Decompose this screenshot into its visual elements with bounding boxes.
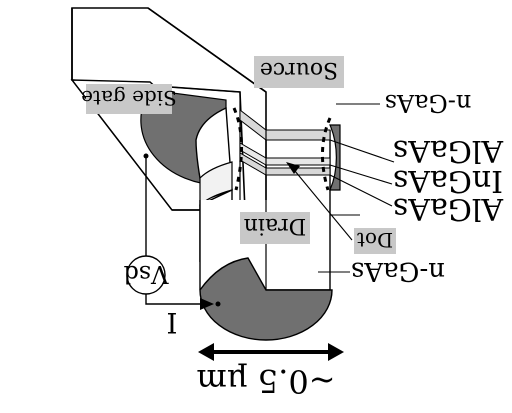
label-source: Source	[260, 57, 338, 82]
label-current: I	[166, 306, 177, 339]
label-layer-algaas-2: AlGaAs	[393, 191, 504, 226]
scale-bar	[198, 343, 344, 361]
label-vsd: Vsd	[123, 260, 169, 288]
svg-text:Side gate: Side gate	[81, 86, 177, 110]
leader-lines	[289, 103, 395, 273]
current-arrow	[200, 298, 214, 310]
svg-text:I: I	[166, 306, 177, 339]
svg-text:n-GaAs: n-GaAs	[385, 89, 472, 117]
label-layer-top-ngaas: n-GaAs	[385, 89, 472, 117]
svg-text:~0.5 µm: ~0.5 µm	[196, 362, 335, 400]
dot-marker-left	[232, 107, 243, 191]
label-dot: Dot	[357, 228, 393, 252]
svg-text:Source: Source	[260, 57, 338, 82]
label-layer-algaas-1: AlGaAs	[393, 133, 504, 168]
label-layer-ingaas: InGaAs	[393, 163, 503, 198]
source-label-box	[254, 56, 344, 88]
svg-text:Dot: Dot	[357, 228, 393, 252]
svg-text:AlGaAs: AlGaAs	[393, 133, 504, 168]
heterostructure-layers	[239, 108, 331, 272]
label-drain: Drain	[244, 213, 306, 238]
svg-text:AlGaAs: AlGaAs	[393, 191, 504, 226]
side-gate-label-box	[86, 84, 172, 114]
drain-contact	[199, 257, 333, 341]
circuit	[145, 156, 206, 305]
dot-label-box	[354, 228, 396, 254]
label-scale: ~0.5 µm	[196, 362, 335, 400]
svg-text:n-GaAs: n-GaAs	[351, 256, 445, 286]
drain-terminal-dot	[215, 301, 221, 307]
vsd-source	[126, 255, 166, 295]
label-layer-bottom-ngaas: n-GaAs	[351, 256, 445, 286]
svg-text:Vsd: Vsd	[123, 260, 169, 288]
svg-text:Drain: Drain	[244, 213, 306, 238]
dot-leader-arrow	[286, 162, 300, 174]
drain-label-box	[240, 212, 310, 244]
label-side-gate: Side gate	[81, 86, 177, 110]
svg-text:InGaAs: InGaAs	[393, 163, 503, 198]
